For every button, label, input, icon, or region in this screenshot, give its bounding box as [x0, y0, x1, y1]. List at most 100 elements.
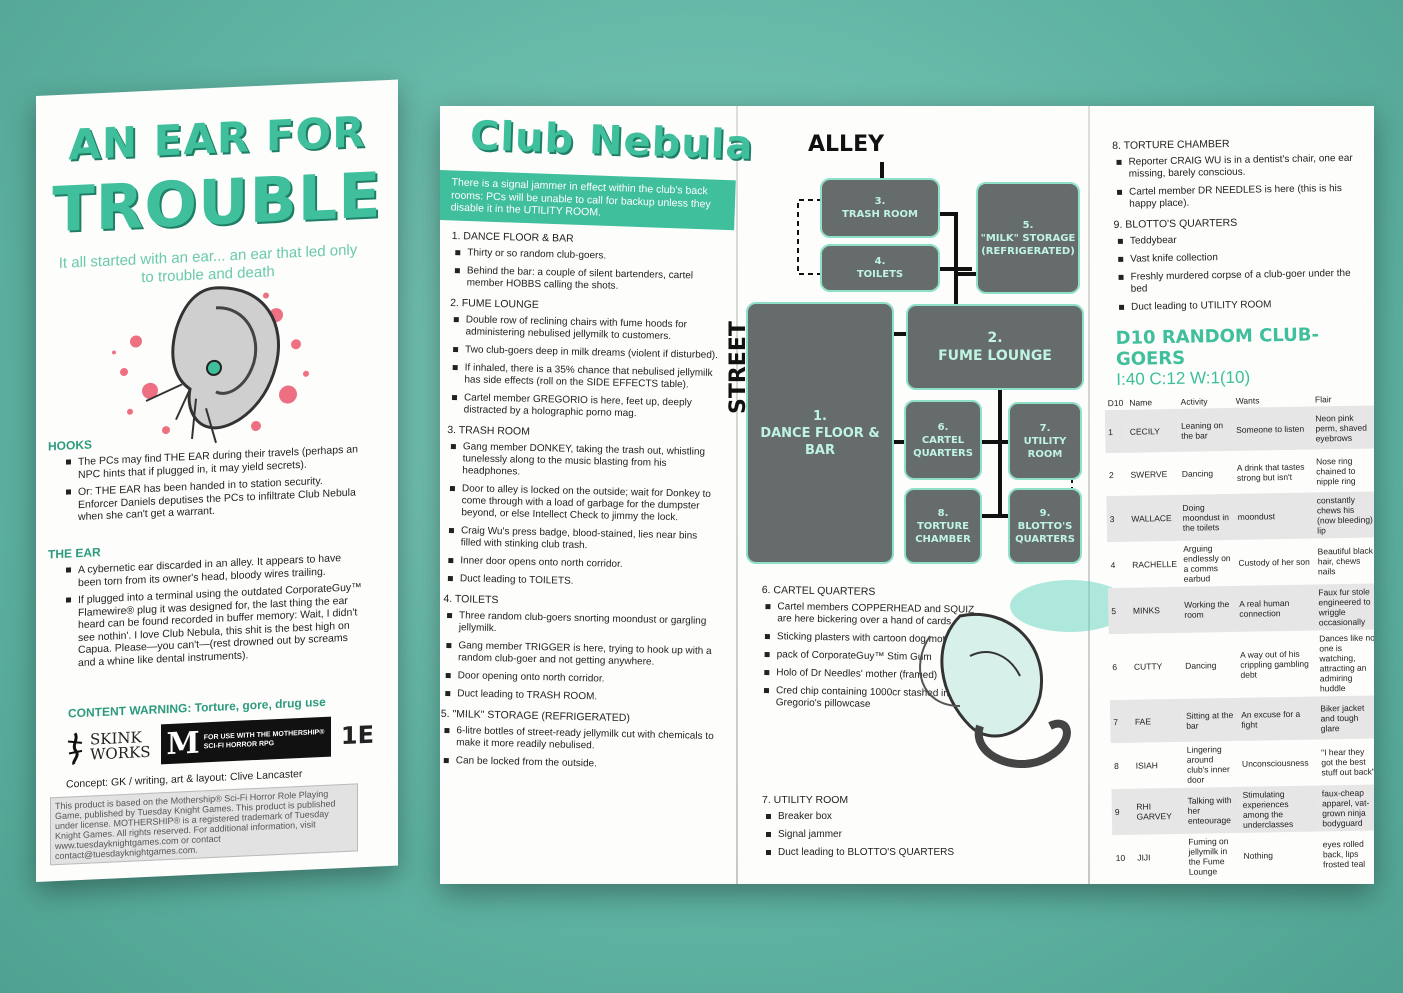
room-number: 8. [937, 507, 949, 519]
mothership-m-logo: M [166, 725, 200, 762]
room-9-blottos-quarters[interactable]: 9. BLOTTO'S QUARTERS [1008, 488, 1082, 564]
room-name: QUARTERS [1015, 533, 1075, 545]
column-header: Name [1129, 397, 1153, 408]
room-5-milk-storage[interactable]: 5. "MILK" STORAGE (Refrigerated) [976, 182, 1080, 294]
table-cell: RACHELLE [1132, 558, 1178, 570]
room-number: 9. [1039, 507, 1051, 519]
table-cell: 9 [1111, 788, 1134, 836]
room-heading: 4. TOILETS [443, 592, 499, 607]
list-item: Can be locked from the outside. [440, 755, 714, 773]
skink-works-logo: SKINK WORKS [64, 728, 151, 766]
room-number: 3. [874, 196, 886, 207]
list-item: If inhaled, there is a 35% chance that n… [448, 362, 722, 392]
table-cell: SWERVE [1130, 468, 1168, 480]
list-item: Duct leading to TRASH ROOM. [441, 688, 715, 706]
hooks-list: The PCs may find THE EAR during their tr… [62, 443, 362, 529]
table-cell: Working the room [1180, 585, 1237, 633]
jammer-banner: There is a signal jammer in effect withi… [440, 170, 736, 230]
list-item: Craig Wu's press badge, blood-stained, l… [445, 525, 719, 555]
table-cell: 8 [1113, 760, 1119, 772]
list-item: Door to alley is locked on the outside; … [445, 483, 720, 525]
legal-notice: This product is based on the Mothership®… [50, 783, 358, 866]
table-cell: 6 [1112, 661, 1118, 673]
table-cell: Dances like no one is watching, attracti… [1319, 632, 1374, 694]
table-cell: Unconsciousness [1241, 757, 1309, 769]
table-cell: ISIAH [1135, 760, 1158, 771]
room-name: DANCE FLOOR & [760, 425, 880, 441]
table-cell: A way out of his crippling gambling debt [1240, 648, 1309, 680]
gas-mask-illustration [919, 580, 1120, 768]
table-cell: 7 [1109, 699, 1133, 744]
table-cell: CUTTY [1133, 661, 1163, 672]
table-cell: 2 [1108, 469, 1114, 480]
room-number: 2. [987, 330, 1003, 346]
room-heading: 3. TRASH ROOM [447, 423, 531, 438]
room-number: 7. [1039, 422, 1051, 434]
column-header: Activity [1180, 396, 1208, 407]
list-item: Signal jammer [762, 829, 1062, 841]
cover-panel: An Ear For Trouble It all started with a… [36, 79, 398, 883]
room-number: 6. [937, 421, 949, 433]
list-item: Duct leading to BLOTTO'S QUARTERS [762, 847, 1062, 859]
room-list: Three random club-goers snorting moondus… [441, 610, 717, 706]
room-4-toilets[interactable]: 4. TOILETS [820, 244, 940, 292]
table-cell: 1 [1104, 409, 1128, 454]
room-3-trash[interactable]: 3. TRASH ROOM [820, 178, 940, 238]
table-cell: CECILY [1126, 408, 1179, 453]
room-list: Teddybear Vast knife collection Freshly … [1114, 232, 1367, 314]
room-list: Breaker box Signal jammer Duct leading t… [762, 811, 1062, 859]
list-item: Duct leading to UTILITY ROOM [1115, 298, 1367, 314]
table-cell: eyes rolled back, lips frosted teal [1322, 838, 1366, 870]
list-item: Vast knife collection [1114, 250, 1366, 266]
table-cell: Dancing [1181, 467, 1214, 479]
table-cell: A real human connection [1235, 584, 1316, 632]
table-cell: RHI GARVEY [1133, 787, 1186, 835]
rooms-column-3: 8. TORTURE CHAMBER Reporter CRAIG WU is … [1104, 128, 1374, 881]
table-cell: FAE [1131, 698, 1184, 743]
room-name: TOILETS [856, 269, 904, 280]
room-list: Gang member DONKEY, taking the trash out… [444, 441, 721, 591]
room-heading: 5. "MILK" STORAGE (Refrigerated) [440, 707, 631, 725]
the-ear-heading: THE EAR [48, 545, 101, 562]
list-item: Door opening onto north corridor. [442, 670, 716, 688]
list-item: Thirty or so random club-goers. [451, 247, 725, 265]
table-cell: Custody of her son [1238, 556, 1310, 568]
room-name: CARTEL [921, 434, 965, 446]
room-heading: 1. DANCE FLOOR & BAR [451, 229, 574, 245]
table-cell: 3 [1106, 495, 1129, 543]
table-cell: constantly chews his (now bleeding) lip [1313, 491, 1374, 539]
table-cell: moondust [1234, 492, 1315, 540]
table-cell: Arguing endlessly on a comms earbud [1183, 543, 1231, 584]
club-title: Club Nebula [469, 113, 755, 169]
room-2-fume-lounge[interactable]: 2. FUME LOUNGE [906, 304, 1084, 390]
room-1-dance-floor-bar[interactable]: 1. DANCE FLOOR & BAR [746, 302, 894, 564]
list-item: 6-litre bottles of street-ready jellymil… [440, 725, 714, 755]
column-header: D10 [1107, 397, 1124, 409]
room-list: Thirty or so random club-goers. Behind t… [450, 247, 725, 295]
room-subtitle: (Refrigerated) [981, 245, 1075, 257]
publisher-logos: SKINK WORKS M FOR USE WITH THE MOTHERSHI… [64, 711, 374, 773]
room-name: BAR [805, 442, 835, 458]
edition-badge: 1E [340, 720, 374, 751]
room-list: Reporter CRAIG WU is in a dentist's chai… [1112, 153, 1365, 211]
column-header: Flair [1314, 394, 1332, 405]
skink-line2: WORKS [90, 742, 151, 764]
list-item: Cartel member DR NEEDLES is here (this i… [1113, 183, 1365, 211]
table-cell: MINKS [1129, 586, 1182, 634]
table-cell: Neon pink perm, shaved eyebrows [1312, 405, 1374, 450]
club-map: ALLEY STREET 3. TRASH ROOM [726, 124, 1084, 574]
ear-illustration [112, 286, 309, 444]
room-8-torture-chamber[interactable]: 8. TORTURE CHAMBER [904, 488, 982, 564]
room-name: CHAMBER [915, 533, 971, 545]
list-item: Inner door opens onto north corridor. [444, 555, 718, 573]
room-7-utility[interactable]: 7. UTILITY ROOM [1008, 402, 1082, 480]
room-number: 4. [874, 256, 886, 267]
room-6-cartel-quarters[interactable]: 6. CARTEL QUARTERS [904, 400, 982, 480]
table-cell: An excuse for a fight [1237, 696, 1318, 741]
list-item: If plugged into a terminal using the out… [62, 581, 362, 670]
